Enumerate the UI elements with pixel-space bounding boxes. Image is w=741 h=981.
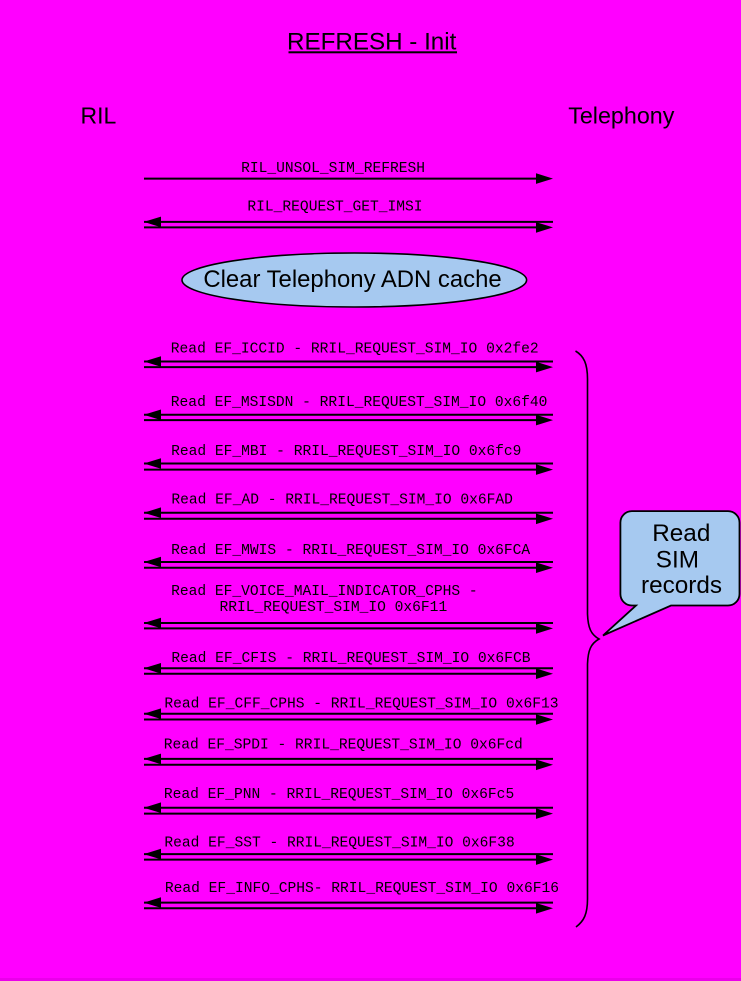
svg-text:Read EF_MBI - RRIL_REQUEST_SIM: Read EF_MBI - RRIL_REQUEST_SIM_IO 0x6fc9 [171, 444, 521, 460]
svg-text:Read EF_MSISDN - RRIL_REQUEST_: Read EF_MSISDN - RRIL_REQUEST_SIM_IO 0x6… [171, 395, 548, 411]
svg-text:Read EF_ICCID - RRIL_REQUEST_S: Read EF_ICCID - RRIL_REQUEST_SIM_IO 0x2f… [171, 341, 539, 357]
svg-text:REFRESH - Init: REFRESH - Init [287, 29, 457, 56]
svg-text:Read EF_PNN - RRIL_REQUEST_SIM: Read EF_PNN - RRIL_REQUEST_SIM_IO 0x6Fc5 [164, 787, 514, 803]
svg-text:Read EF_VOICE_MAIL_INDICATOR_C: Read EF_VOICE_MAIL_INDICATOR_CPHS - [171, 584, 478, 600]
svg-text:Read EF_CFIS - RRIL_REQUEST_SI: Read EF_CFIS - RRIL_REQUEST_SIM_IO 0x6FC… [171, 651, 530, 667]
svg-text:Read EF_AD - RRIL_REQUEST_SIM_: Read EF_AD - RRIL_REQUEST_SIM_IO 0x6FAD [171, 493, 513, 509]
svg-text:Clear Telephony ADN cache: Clear Telephony ADN cache [203, 266, 501, 293]
svg-text:Read: Read [652, 520, 710, 547]
svg-text:Read EF_CFF_CPHS - RRIL_REQUES: Read EF_CFF_CPHS - RRIL_REQUEST_SIM_IO 0… [164, 696, 558, 712]
svg-text:RIL: RIL [81, 103, 117, 129]
svg-text:Read EF_MWIS - RRIL_REQUEST_SI: Read EF_MWIS - RRIL_REQUEST_SIM_IO 0x6FC… [171, 543, 530, 559]
svg-text:Read EF_INFO_CPHS- RRIL_REQUES: Read EF_INFO_CPHS- RRIL_REQUEST_SIM_IO 0… [165, 881, 559, 897]
svg-text:Telephony: Telephony [568, 103, 675, 129]
svg-text:Read EF_SPDI - RRIL_REQUEST_SI: Read EF_SPDI - RRIL_REQUEST_SIM_IO 0x6Fc… [164, 737, 523, 753]
svg-text:RIL_REQUEST_GET_IMSI: RIL_REQUEST_GET_IMSI [247, 200, 422, 216]
svg-text:RRIL_REQUEST_SIM_IO 0x6F11: RRIL_REQUEST_SIM_IO 0x6F11 [220, 600, 448, 616]
svg-text:records: records [641, 572, 722, 599]
svg-text:SIM: SIM [656, 547, 699, 574]
svg-text:Read EF_SST - RRIL_REQUEST_SIM: Read EF_SST - RRIL_REQUEST_SIM_IO 0x6F38 [164, 836, 514, 852]
svg-text:RIL_UNSOL_SIM_REFRESH: RIL_UNSOL_SIM_REFRESH [241, 161, 425, 177]
